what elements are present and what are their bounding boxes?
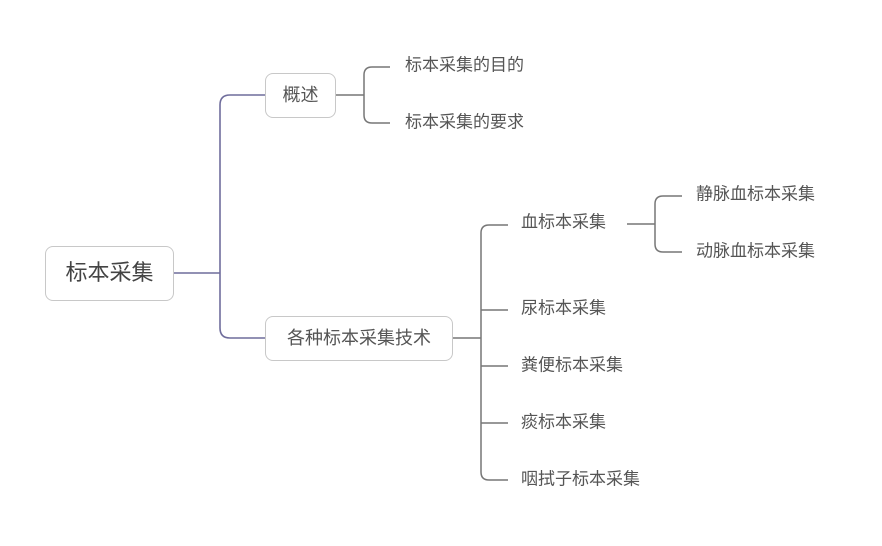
techniques-connector (451, 224, 508, 481)
overview-connector (334, 66, 390, 124)
root-to-overview (219, 94, 265, 273)
node-arterial-blood[interactable]: 动脉血标本采集 (696, 241, 815, 262)
node-overview[interactable]: 概述 (265, 73, 336, 118)
node-urine[interactable]: 尿标本采集 (521, 298, 606, 319)
node-blood[interactable]: 血标本采集 (521, 212, 606, 233)
node-requirements[interactable]: 标本采集的要求 (405, 112, 524, 133)
root-to-techniques (219, 273, 265, 339)
node-stool[interactable]: 粪便标本采集 (521, 355, 623, 376)
node-throat-swab[interactable]: 咽拭子标本采集 (521, 469, 640, 490)
blood-connector (627, 195, 682, 253)
node-label: 概述 (282, 84, 319, 106)
node-purpose[interactable]: 标本采集的目的 (405, 55, 524, 76)
root-node[interactable]: 标本采集 (45, 246, 174, 301)
node-label: 各种标本采集技术 (287, 327, 431, 349)
node-sputum[interactable]: 痰标本采集 (521, 412, 606, 433)
node-venous-blood[interactable]: 静脉血标本采集 (696, 184, 815, 205)
node-techniques[interactable]: 各种标本采集技术 (265, 316, 453, 361)
root-label: 标本采集 (65, 260, 154, 286)
